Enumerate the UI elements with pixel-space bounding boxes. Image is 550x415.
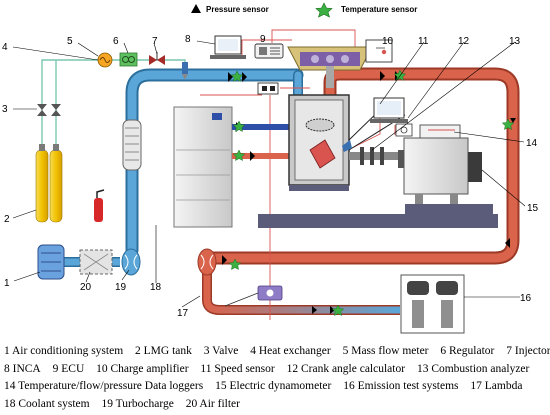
fire-extinguisher-icon (94, 189, 105, 222)
callout-2: 2 (4, 214, 10, 225)
callout-13: 13 (509, 36, 521, 47)
legend-item: 2 LMG tank (135, 345, 192, 357)
legend-line-1: 1 Air conditioning system 2 LMG tank 3 V… (4, 343, 550, 361)
callout-8: 8 (185, 34, 191, 45)
coolant-system (173, 106, 233, 228)
injector (182, 62, 188, 80)
legend-line-3: 14 Temperature/flow/pressure Data logger… (4, 378, 548, 396)
component-legend: 1 Air conditioning system 2 LMG tank 3 V… (4, 343, 550, 414)
temperature-sensor-icon (230, 70, 244, 82)
callout-4: 4 (2, 42, 8, 53)
callout-6: 6 (113, 36, 119, 47)
pressure-sensor-key-label: Pressure sensor (206, 5, 269, 14)
legend-item: 9 ECU (52, 362, 85, 375)
crankshaft (342, 140, 404, 165)
callout-1: 1 (4, 278, 10, 289)
legend-item: 20 Air filter (185, 397, 240, 410)
callout-12: 12 (458, 36, 470, 47)
legend-item: 7 Injector (506, 345, 550, 357)
lower-pipes (62, 257, 400, 315)
temperature-sensor-star-icon (315, 2, 333, 18)
legend-item: 6 Regulator (440, 345, 495, 357)
legend-item: 17 Lambda (470, 380, 523, 392)
callout-18: 18 (150, 282, 162, 293)
lmg-tank-left (35, 149, 49, 223)
electric-dynamometer (398, 137, 482, 204)
callout-leaders (12, 40, 526, 308)
pressure-sensors (222, 71, 516, 314)
valves (37, 104, 61, 116)
cylinder-head (287, 46, 373, 88)
pressure-sensor-triangle-icon (191, 4, 201, 13)
pressure-sensor-key: Pressure sensor (191, 4, 269, 14)
callout-11: 11 (418, 36, 429, 47)
legend-item: 16 Emission test systems (343, 380, 459, 392)
mass-flow-meter (119, 52, 138, 67)
ecu (254, 43, 284, 59)
callout-3: 3 (2, 104, 8, 115)
schematic-diagram: Pressure sensor Temperature sensor (2, 2, 539, 334)
callout-5: 5 (67, 36, 73, 47)
inca-computer (210, 35, 246, 59)
legend-item: 1 Air conditioning system (4, 345, 124, 357)
emission-test-systems (400, 274, 465, 334)
callout-15: 15 (527, 203, 539, 214)
air-filter (79, 249, 113, 275)
legend-item: 5 Mass flow meter (342, 345, 429, 357)
legend-item: 15 Electric dynamometer (215, 380, 332, 392)
legend-item: 12 Crank angle calculator (286, 362, 406, 375)
legend-item: 10 Charge amplifier (96, 362, 189, 375)
callout-20: 20 (80, 282, 92, 293)
lmg-tank-right (49, 149, 63, 223)
legend-item: 13 Combustion analyzer (416, 362, 530, 375)
legend-item: 14 Temperature/flow/pressure Data logger… (4, 380, 204, 392)
test-bench (258, 185, 498, 228)
callout-9: 9 (260, 34, 266, 45)
callout-7: 7 (152, 36, 158, 47)
legend-item: 19 Turbocharge (101, 397, 174, 410)
heat-exchanger (97, 52, 113, 68)
legend-item: 4 Heat exchanger (250, 345, 331, 357)
callout-numbers: 4 5 6 7 8 9 10 11 12 13 3 14 2 15 1 20 1… (2, 34, 539, 319)
legend-item: 11 Speed sensor (200, 362, 275, 375)
callout-19: 19 (115, 282, 127, 293)
valve-icon (37, 104, 47, 110)
pressure-sensor-icon (228, 72, 233, 82)
intake-pipe (125, 68, 304, 257)
callout-10: 10 (382, 36, 394, 47)
turbocharger (121, 248, 217, 276)
legend-item: 8 INCA (4, 362, 41, 375)
signal-module (257, 82, 279, 95)
legend-line-4: 18 Coolant system 19 Turbocharge 20 Air … (4, 396, 548, 414)
lmg-tanks (35, 144, 63, 223)
legend-item: 3 Valve (203, 345, 239, 357)
charge-amplifier (365, 39, 393, 63)
temperature-sensors (228, 69, 515, 316)
temperature-sensor-key: Temperature sensor (315, 2, 417, 18)
legend-line-2: 8 INCA 9 ECU 10 Charge amplifier 11 Spee… (4, 361, 548, 379)
data-logger (395, 123, 461, 140)
legend-item: 18 Coolant system (4, 397, 90, 410)
lambda-sensor (224, 285, 283, 307)
charge-air-cooler (122, 119, 142, 171)
combustion-analyzer (370, 97, 408, 123)
temperature-sensor-key-label: Temperature sensor (341, 5, 417, 14)
air-conditioning-system (37, 244, 65, 280)
callout-16: 16 (520, 293, 532, 304)
callout-14: 14 (526, 138, 538, 149)
coolant-pipes (232, 124, 290, 159)
callout-17: 17 (177, 308, 189, 319)
